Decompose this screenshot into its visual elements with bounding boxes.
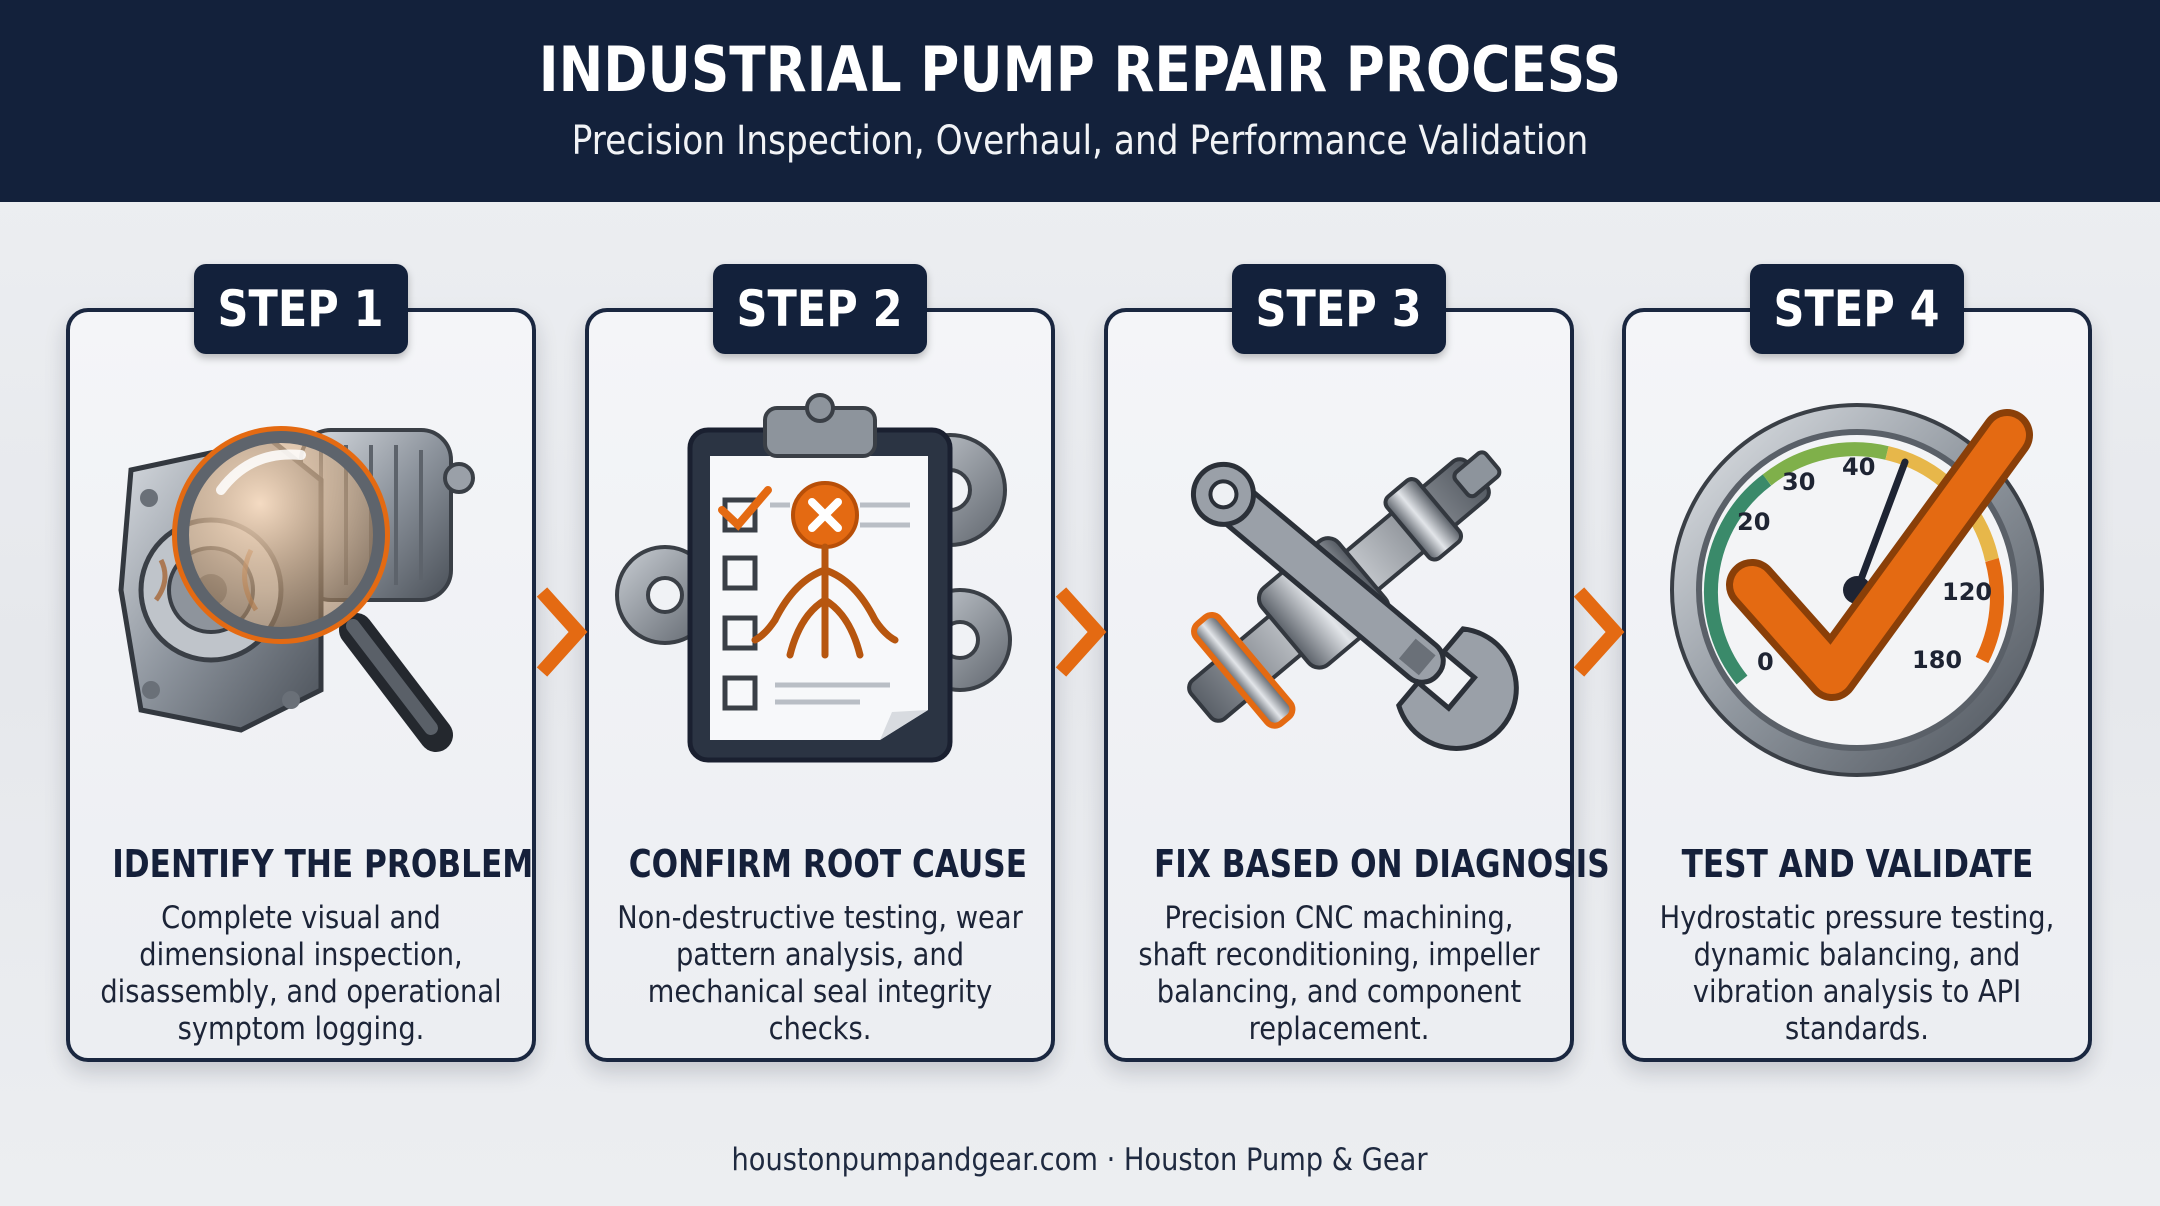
footer-credit: houstonpumpandgear.com · Houston Pump & … xyxy=(731,1142,1429,1178)
pressure-gauge-check-icon: 0 10 20 30 40 120 180 xyxy=(1670,403,2044,777)
step-title-2: CONFIRM ROOT CAUSE xyxy=(628,842,1028,886)
chevron-right-icon xyxy=(536,587,588,677)
gauge-label-30: 30 xyxy=(1782,468,1815,496)
step-description-4: Hydrostatic pressure testing, dynamic ba… xyxy=(1659,900,2055,1047)
chevron-right-icon xyxy=(1573,587,1625,677)
step-badge-2: STEP 2 xyxy=(713,264,927,354)
step-description-1: Complete visual and dimensional inspecti… xyxy=(100,900,502,1047)
gauge-label-20: 20 xyxy=(1737,508,1770,536)
step-description-3: Precision CNC machining, shaft reconditi… xyxy=(1138,900,1540,1047)
page-subtitle: Precision Inspection, Overhaul, and Perf… xyxy=(571,118,1589,164)
page-title: INDUSTRIAL PUMP REPAIR PROCESS xyxy=(538,33,1622,106)
gauge-label-0: 0 xyxy=(1757,648,1774,676)
chevron-right-icon xyxy=(1055,587,1107,677)
gauge-label-180: 180 xyxy=(1912,646,1962,674)
clipboard-root-cause-icon xyxy=(615,393,1012,763)
step-badge-3: STEP 3 xyxy=(1232,264,1446,354)
gauge-label-40: 40 xyxy=(1842,453,1875,481)
wrench-shaft-icon xyxy=(1187,450,1519,751)
header-banner: INDUSTRIAL PUMP REPAIR PROCESS Precision… xyxy=(0,0,2160,202)
step-title-3: FIX BASED ON DIAGNOSIS xyxy=(1154,842,1610,886)
step-title-4: TEST AND VALIDATE xyxy=(1681,842,2033,886)
step-badge-4: STEP 4 xyxy=(1750,264,1964,354)
step-title-1: IDENTIFY THE PROBLEM xyxy=(112,842,534,886)
gauge-label-120: 120 xyxy=(1942,578,1992,606)
magnifying-glass-pump-icon xyxy=(118,426,475,752)
step-badge-1: STEP 1 xyxy=(194,264,408,354)
step-description-2: Non-destructive testing, wear pattern an… xyxy=(617,900,1023,1047)
